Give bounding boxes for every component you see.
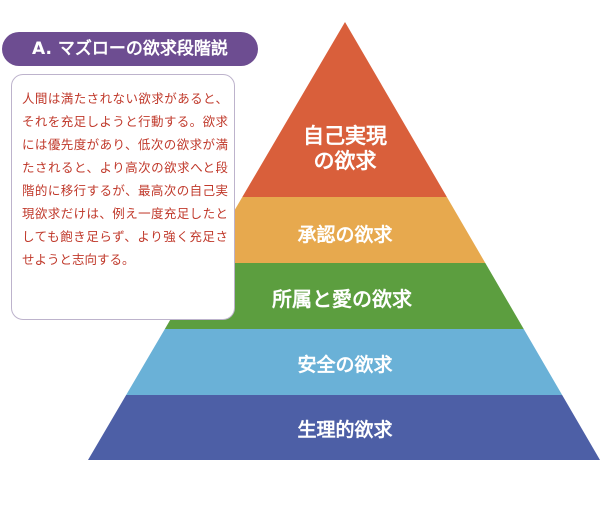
level-label-self-actualization-line1: 自己実現 xyxy=(303,124,387,148)
level-label-belonging-love: 所属と愛の欲求 xyxy=(272,287,413,311)
diagram-title: A. マズローの欲求段階説 xyxy=(2,32,258,66)
pyramid-level-safety xyxy=(126,329,563,395)
level-label-esteem: 承認の欲求 xyxy=(297,223,393,246)
pyramid-level-belonging-love xyxy=(164,263,524,329)
pyramid-level-physiological xyxy=(88,395,600,460)
description-text: 人間は満たされない欲求があると、それを充足しようと行動する。欲求には優先度があり… xyxy=(11,74,235,320)
level-label-physiological: 生理的欲求 xyxy=(297,418,393,441)
level-label-self-actualization-line2: の欲求 xyxy=(314,149,377,173)
pyramid-level-self-actualization xyxy=(242,22,447,197)
level-label-safety: 安全の欲求 xyxy=(297,353,393,376)
pyramid-level-esteem xyxy=(203,197,486,263)
